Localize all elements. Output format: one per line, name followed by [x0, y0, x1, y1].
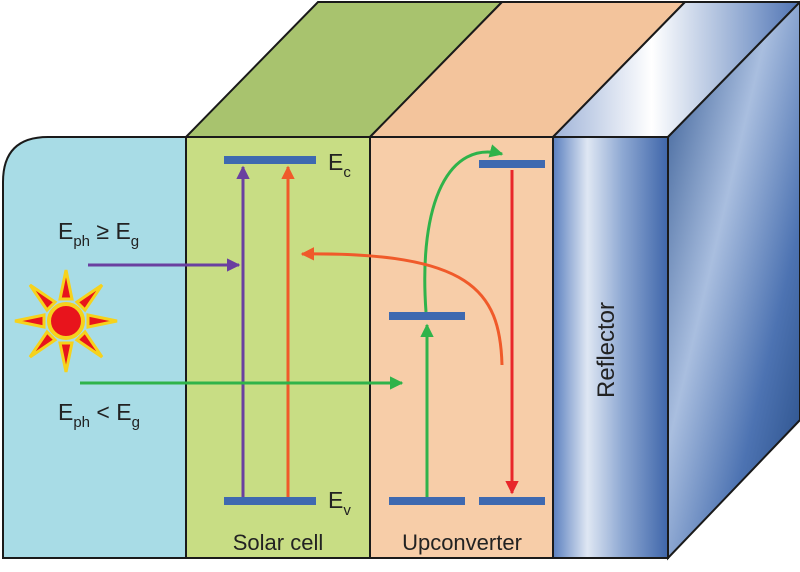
- upconverter-label: Upconverter: [402, 530, 522, 555]
- orange-emission-arrow: [300, 247, 504, 366]
- conduction-band-level: [224, 156, 316, 164]
- solar-cell-label: Solar cell: [233, 530, 323, 555]
- upconverter-panel: [369, 136, 554, 559]
- upconverter-intermediate-level: [389, 312, 465, 320]
- sun-icon: [14, 269, 118, 373]
- upconverter-ground-level-right: [479, 497, 545, 505]
- solar-cell-panel: [185, 136, 371, 559]
- valence-band-level: [224, 497, 316, 505]
- conduction-band-label: Ec: [328, 149, 351, 181]
- photon-energy-low-label: Eph < Eg: [58, 399, 140, 431]
- upconverter-ground-level-left: [389, 497, 465, 505]
- reflector-label: Reflector: [593, 302, 620, 398]
- upconverter-upper-level: [479, 160, 545, 168]
- valence-band-label: Ev: [328, 487, 351, 519]
- photon-energy-high-label: Eph ≥ Eg: [58, 218, 139, 250]
- reflector-panel: [552, 136, 669, 559]
- green-second-absorption-arrow: [423, 144, 504, 313]
